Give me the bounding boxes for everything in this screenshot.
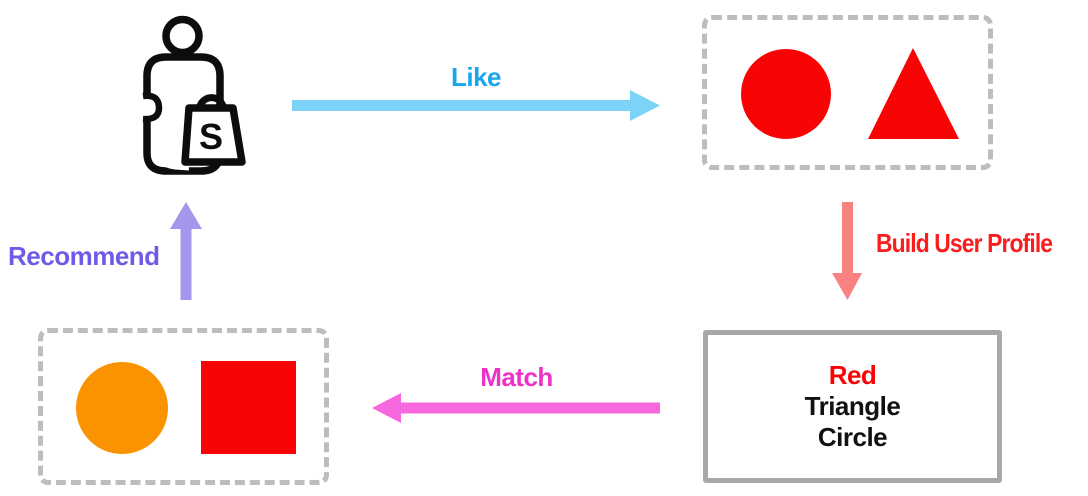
recommend-label: Recommend <box>8 241 160 271</box>
shopper-leg-line <box>153 118 190 171</box>
profile-line-red: Red <box>828 360 877 390</box>
profile-line-triangle: Triangle <box>804 391 901 421</box>
match-arrow <box>372 393 660 423</box>
profile-line-circle: Circle <box>817 422 888 452</box>
build-user-profile-label: Build User Profile <box>876 228 1053 258</box>
red-square <box>201 361 296 454</box>
red-circle <box>741 49 831 139</box>
like-label: Like <box>450 62 502 92</box>
user-shopper-icon: S <box>142 15 246 175</box>
recommended-items-shapes <box>76 361 296 454</box>
like-arrow <box>292 90 660 121</box>
user-profile-box: Red Triangle Circle <box>703 330 1002 483</box>
shopper-head <box>162 15 203 57</box>
liked-items-shapes <box>741 48 959 139</box>
shopping-bag-letter: S <box>199 116 223 157</box>
shopping-bag <box>181 104 246 166</box>
shopper-hand <box>142 92 163 123</box>
recommended-items-box <box>38 328 329 485</box>
match-label: Match <box>480 362 553 392</box>
build-user-profile-arrow <box>832 202 862 300</box>
red-triangle <box>868 48 959 139</box>
liked-items-box <box>702 15 993 170</box>
orange-circle <box>76 362 168 454</box>
recommend-arrow <box>170 202 202 300</box>
